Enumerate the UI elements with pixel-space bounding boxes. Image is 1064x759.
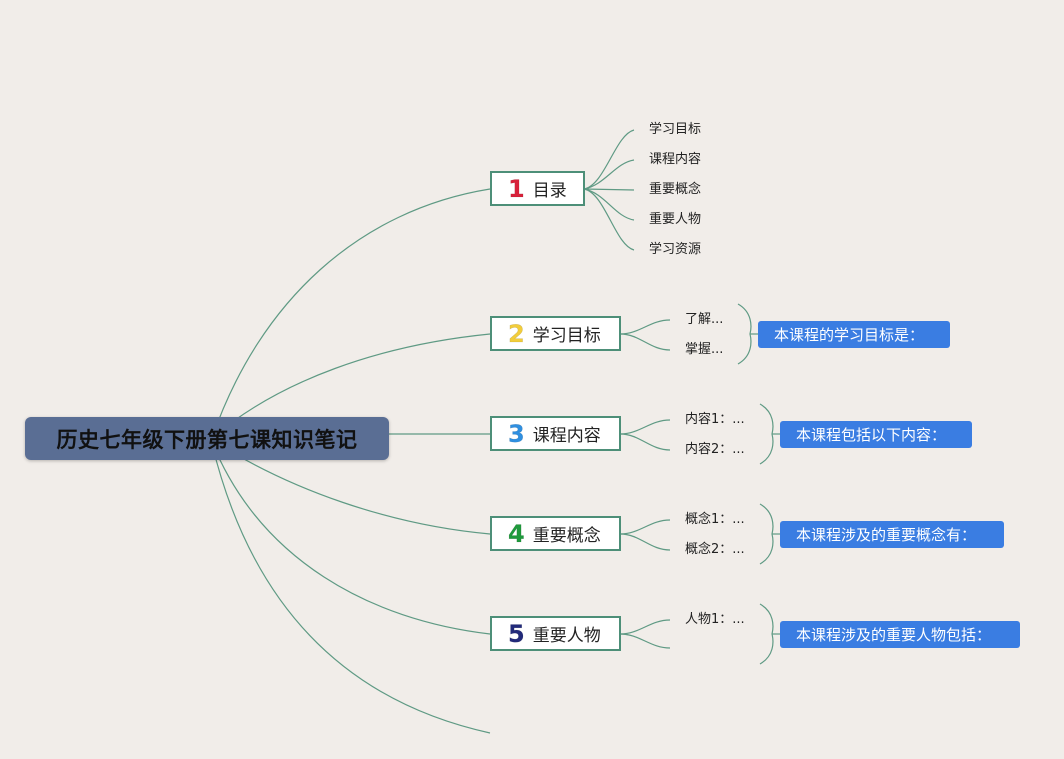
subtopic-item[interactable]: 掌握... bbox=[685, 342, 724, 357]
topic-label: 重要人物 bbox=[532, 626, 601, 646]
number-5-icon: 5 bbox=[508, 619, 525, 648]
subtopic-item[interactable]: 学习目标 bbox=[649, 122, 702, 137]
subtopic-item[interactable]: 了解... bbox=[685, 312, 724, 327]
subtopic-item[interactable]: 内容2：... bbox=[685, 442, 745, 457]
link-t1-c2 bbox=[583, 159, 635, 190]
topic-node-3[interactable]: 3 课程内容 bbox=[490, 416, 621, 451]
link-t1-c5 bbox=[583, 188, 635, 251]
topic-label: 学习目标 bbox=[532, 326, 601, 346]
topic-node-4[interactable]: 4 重要概念 bbox=[490, 516, 621, 551]
link-t3-c1 bbox=[619, 419, 671, 435]
subtopic-item[interactable]: 内容1：... bbox=[685, 412, 745, 427]
link-t5-c1 bbox=[619, 619, 671, 635]
subtopic-item[interactable]: 概念2：... bbox=[685, 542, 745, 557]
subtopic-item[interactable]: 重要人物 bbox=[649, 212, 702, 227]
subtopic-item[interactable]: 学习资源 bbox=[649, 242, 702, 257]
number-4-icon: 4 bbox=[508, 519, 525, 548]
link-t1-c1 bbox=[583, 129, 635, 190]
link-t3-c2 bbox=[619, 433, 671, 451]
summary-text: 本课程包括以下内容： bbox=[796, 426, 947, 444]
topic-label: 目录 bbox=[532, 181, 567, 201]
link-t5-c2 bbox=[619, 633, 671, 649]
link-t4-c1 bbox=[619, 519, 671, 535]
summary-bracket-4 bbox=[759, 503, 774, 565]
root-title: 历史七年级下册第七课知识笔记 bbox=[56, 427, 358, 452]
topic-node-1[interactable]: 1 目录 bbox=[490, 171, 585, 206]
subtopic-item[interactable]: 课程内容 bbox=[649, 152, 702, 167]
link-t1-c3 bbox=[583, 188, 635, 191]
link-root-topic-5 bbox=[211, 441, 491, 635]
summary-text: 本课程涉及的重要概念有： bbox=[796, 526, 977, 544]
summary-note-2[interactable]: 本课程的学习目标是： bbox=[758, 321, 950, 348]
number-1-icon: 1 bbox=[508, 174, 525, 203]
topic-node-5[interactable]: 5 重要人物 bbox=[490, 616, 621, 651]
subtopic-item[interactable]: 重要概念 bbox=[649, 182, 702, 197]
topic-label: 重要概念 bbox=[532, 526, 601, 546]
number-2-icon: 2 bbox=[508, 319, 525, 348]
summary-note-3[interactable]: 本课程包括以下内容： bbox=[780, 421, 972, 448]
number-3-icon: 3 bbox=[508, 419, 525, 448]
root-node[interactable]: 历史七年级下册第七课知识笔记 bbox=[25, 417, 389, 460]
summary-bracket-2 bbox=[737, 303, 752, 365]
link-root-extra bbox=[211, 443, 491, 734]
summary-note-5[interactable]: 本课程涉及的重要人物包括： bbox=[780, 621, 1020, 648]
subtopic-item[interactable]: 概念1：... bbox=[685, 512, 745, 527]
link-t1-c4 bbox=[583, 188, 635, 221]
topic-node-2[interactable]: 2 学习目标 bbox=[490, 316, 621, 351]
summary-text: 本课程的学习目标是： bbox=[774, 326, 925, 344]
link-t4-c2 bbox=[619, 533, 671, 551]
summary-note-4[interactable]: 本课程涉及的重要概念有： bbox=[780, 521, 1004, 548]
subtopic-item[interactable]: 人物1：... bbox=[685, 612, 745, 627]
link-t2-c1 bbox=[619, 319, 671, 335]
summary-bracket-3 bbox=[759, 403, 774, 465]
link-root-topic-1 bbox=[211, 188, 491, 439]
summary-bracket-5 bbox=[759, 603, 774, 665]
link-t2-c2 bbox=[619, 333, 671, 351]
link-root-topic-2 bbox=[211, 333, 491, 439]
summary-text: 本课程涉及的重要人物包括： bbox=[796, 626, 992, 644]
topic-label: 课程内容 bbox=[532, 426, 601, 446]
